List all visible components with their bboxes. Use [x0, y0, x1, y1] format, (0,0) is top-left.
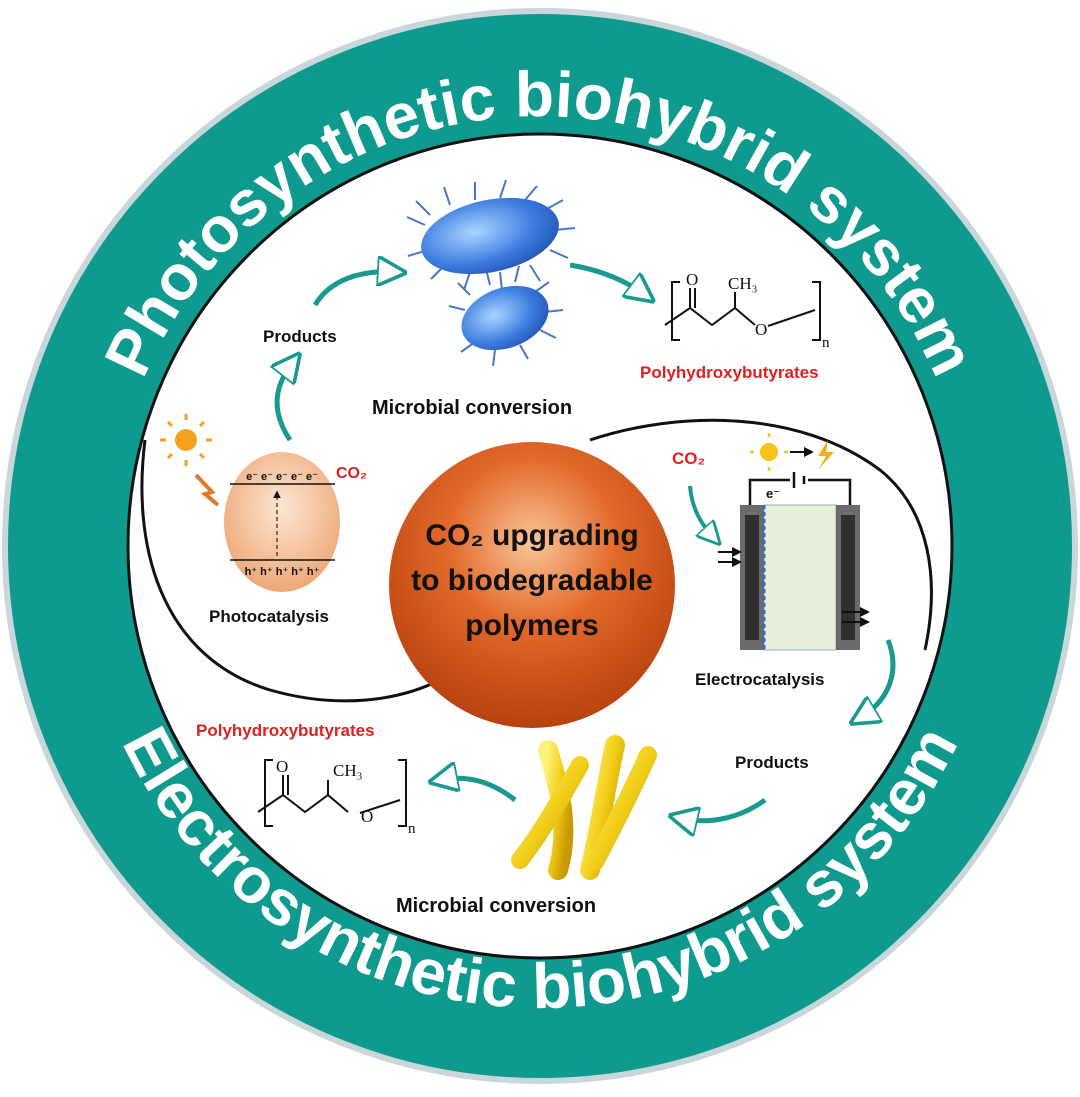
light-beam-icon — [194, 473, 220, 507]
electro-cycle-outline — [589, 418, 933, 651]
electrolysis-cell — [718, 472, 870, 651]
phb-structure-bottom — [257, 759, 407, 827]
photocatalysis-label: Photocatalysis — [209, 607, 329, 626]
yellow-bacteria-icon — [511, 735, 657, 880]
photocatalyst-particle — [224, 452, 340, 592]
arrow-microbe-to-pha — [569, 262, 645, 295]
phb-top-o-chain: O — [755, 320, 767, 339]
center-line-1: CO₂ upgrading — [425, 519, 638, 552]
electrons-label: e⁻ e⁻ e⁻ e⁻ e⁻ — [246, 471, 318, 483]
electro-pha-label: Polyhydroxybutyrates — [196, 721, 375, 740]
phb-structure-top — [664, 281, 821, 341]
sun-icon — [160, 414, 212, 466]
electro-co2-label: CO₂ — [672, 449, 705, 468]
electrocatalysis-label: Electrocatalysis — [695, 670, 824, 689]
holes-label: h⁺ h⁺ h⁺ h⁺ h⁺ — [245, 566, 320, 578]
cell-electron-label: e⁻ — [766, 486, 780, 501]
photo-pha-label: Polyhydroxybutyrates — [640, 363, 819, 382]
phb-bottom-methyl: CH₃ — [333, 761, 363, 780]
lightning-icon — [818, 440, 834, 470]
phb-bottom-n: n — [408, 821, 416, 837]
phb-bottom-o-chain: O — [361, 807, 373, 826]
photo-co2-label: CO₂ — [336, 465, 367, 482]
phb-top-methyl: CH₃ — [728, 274, 758, 293]
arrow-co2-to-cell — [688, 485, 714, 538]
blue-bacteria-icon — [406, 179, 576, 367]
electro-products-label: Products — [735, 753, 809, 772]
photo-microbial-label: Microbial conversion — [372, 397, 572, 419]
arrow-microbe-to-pha-electro — [440, 778, 517, 802]
phb-top-n: n — [822, 335, 830, 351]
photo-products-label: Products — [263, 327, 337, 346]
arrow-products-to-microbe-electro — [680, 797, 767, 821]
phb-bottom-o-carbonyl: O — [276, 757, 288, 776]
arrow-products-to-microbe — [312, 272, 395, 307]
phb-top-o-carbonyl: O — [686, 270, 698, 289]
electro-microbial-label: Microbial conversion — [396, 895, 596, 917]
center-line-3: polymers — [465, 609, 598, 642]
center-sphere — [389, 442, 675, 728]
arrow-photocatalysis-to-products — [277, 362, 293, 442]
sun-icon-electro — [750, 433, 788, 471]
arrow-cell-to-products — [860, 639, 896, 718]
center-line-2: to biodegradable — [411, 564, 653, 597]
photo-cycle-outline — [140, 439, 441, 703]
